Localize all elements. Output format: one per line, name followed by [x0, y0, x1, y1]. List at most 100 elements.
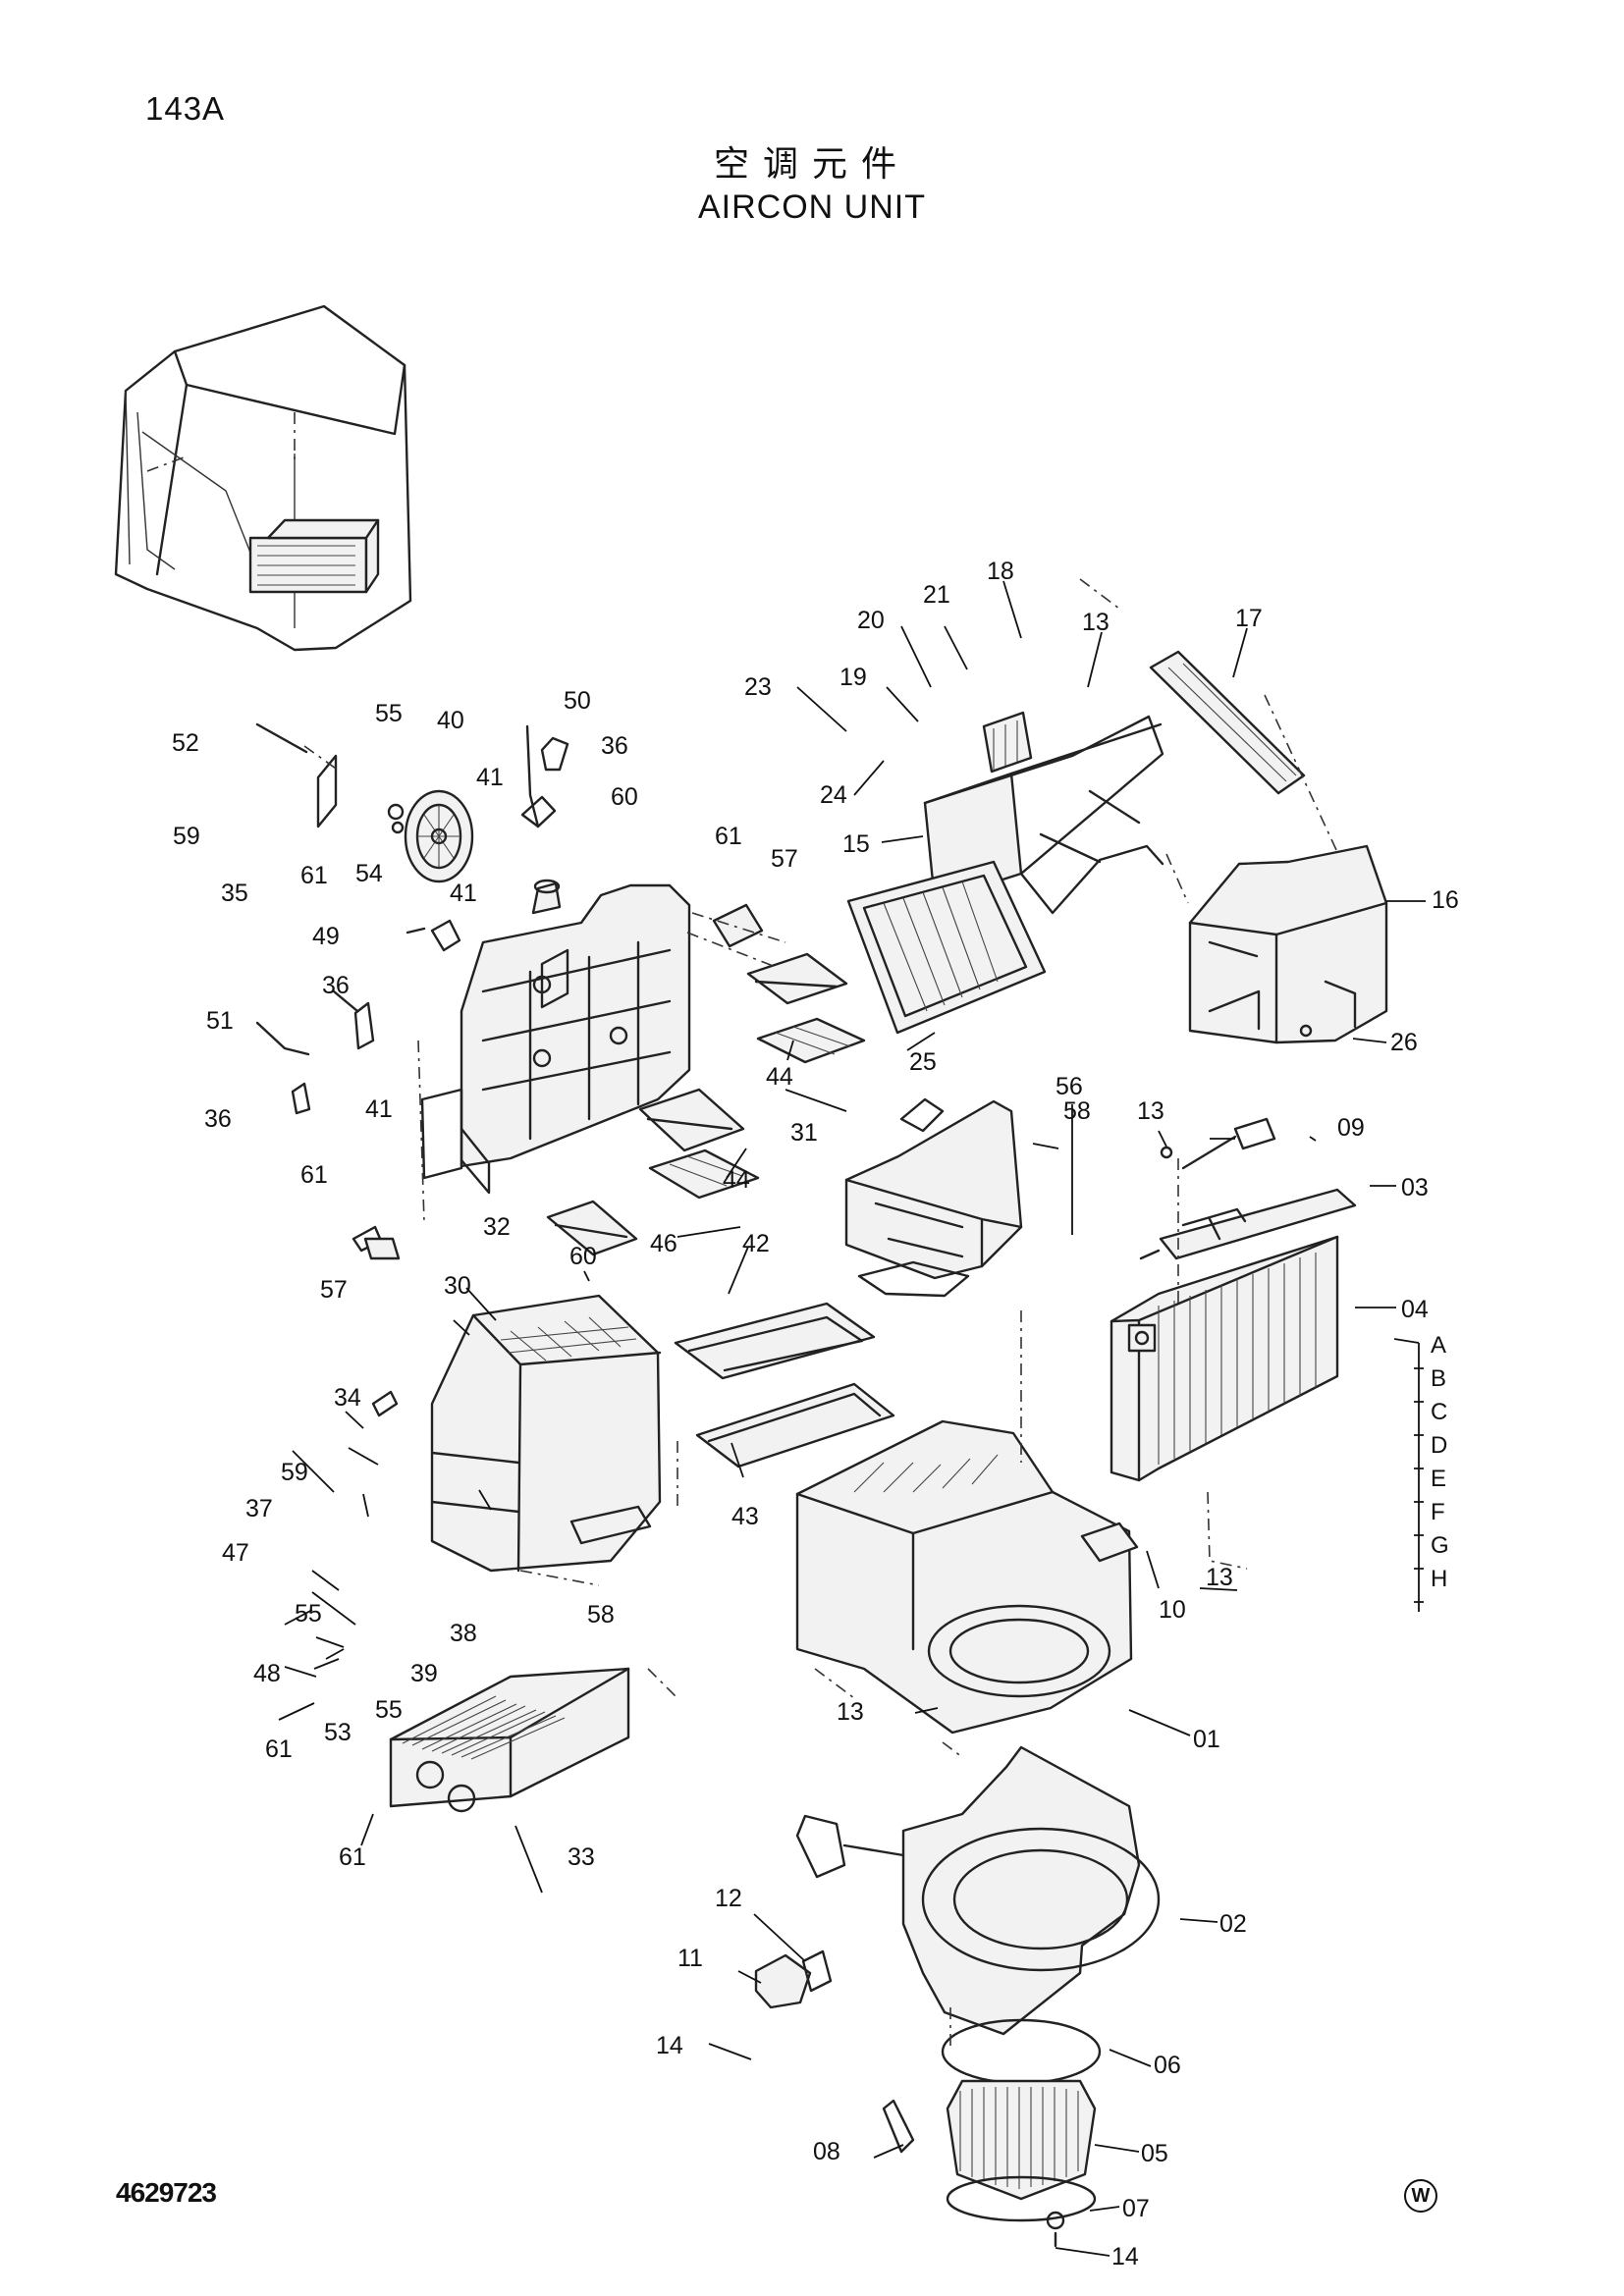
- callout-36-2: 36: [322, 972, 350, 999]
- left-duct-assembly: [430, 1294, 662, 1573]
- callout-53-1: 53: [324, 1719, 352, 1746]
- heater-core: [389, 1667, 630, 1813]
- core-layer-bracket: [1393, 1338, 1424, 1612]
- left-housing-assembly: [420, 879, 691, 1195]
- evaporator-core: [1110, 1117, 1357, 1482]
- cab-location-thumbnail: [114, 304, 412, 652]
- callout-60-2: 60: [611, 783, 638, 811]
- callout-43-1: 43: [731, 1503, 759, 1530]
- callout-60-1: 60: [569, 1243, 597, 1270]
- assembly-reference-lines: [303, 578, 1338, 2047]
- callout-08-1: 08: [813, 2138, 840, 2165]
- layer-a: A: [1431, 1332, 1446, 1359]
- callout-37-1: 37: [245, 1495, 273, 1522]
- callout-58-2: 58: [587, 1601, 615, 1629]
- callout-57-2: 57: [771, 845, 798, 873]
- damper-door-assemblies: [546, 952, 848, 1256]
- callout-31-1: 31: [790, 1119, 818, 1147]
- callout-36-3: 36: [601, 732, 628, 760]
- layer-c: C: [1431, 1399, 1447, 1425]
- callout-04-1: 04: [1401, 1296, 1429, 1323]
- callout-41-1: 41: [365, 1095, 393, 1123]
- page-code: 143A: [145, 90, 226, 127]
- callout-06-1: 06: [1154, 2052, 1181, 2079]
- callout-13-3: 13: [1206, 1564, 1233, 1591]
- callout-51-1: 51: [206, 1007, 234, 1035]
- callout-35-1: 35: [221, 880, 248, 907]
- callout-49-1: 49: [312, 923, 340, 950]
- callout-03-1: 03: [1401, 1174, 1429, 1201]
- callout-33-1: 33: [568, 1843, 595, 1871]
- callout-42-1: 42: [742, 1230, 770, 1257]
- document-number: 4629723: [116, 2177, 217, 2208]
- layer-e: E: [1431, 1466, 1446, 1492]
- callout-59-2: 59: [173, 823, 200, 850]
- callout-01-1: 01: [1193, 1726, 1220, 1753]
- callout-55-1: 55: [375, 1696, 403, 1724]
- blower-scroll-and-motor: [754, 1745, 1161, 2248]
- layer-g: G: [1431, 1532, 1449, 1559]
- callout-54-1: 54: [355, 860, 383, 887]
- callout-26-1: 26: [1390, 1029, 1418, 1056]
- callout-18-1: 18: [987, 558, 1014, 585]
- publisher-mark: W: [1404, 2179, 1437, 2213]
- callout-46-1: 46: [650, 1230, 677, 1257]
- callout-21-1: 21: [923, 581, 950, 609]
- right-intake-and-filter: [1149, 650, 1388, 1044]
- callout-56-1: 56: [1056, 1073, 1083, 1100]
- callout-36-1: 36: [204, 1105, 232, 1133]
- upper-intake-and-filter-frame: [846, 711, 1164, 1035]
- callout-61-3: 61: [300, 1161, 328, 1189]
- callout-12-1: 12: [715, 1885, 742, 1912]
- upper-blower-case: [795, 1419, 1139, 1735]
- callout-61-5: 61: [715, 823, 742, 850]
- callout-30-1: 30: [444, 1272, 471, 1300]
- callout-61-2: 61: [265, 1735, 293, 1763]
- callout-23-1: 23: [744, 673, 772, 701]
- callout-61-1: 61: [339, 1843, 366, 1871]
- callout-20-1: 20: [857, 607, 885, 634]
- callout-52-1: 52: [172, 729, 199, 757]
- callout-47-1: 47: [222, 1539, 249, 1567]
- layer-d: D: [1431, 1432, 1447, 1459]
- core-layer-labels: A B C D E F G H: [1431, 1332, 1449, 1592]
- callout-41-2: 41: [450, 880, 477, 907]
- callout-34-1: 34: [334, 1384, 361, 1412]
- actuator-and-linkages: [255, 722, 764, 1417]
- callout-44-2: 44: [723, 1166, 750, 1194]
- callout-50-1: 50: [564, 687, 591, 715]
- callout-17-1: 17: [1235, 605, 1263, 632]
- callout-55-3: 55: [375, 700, 403, 727]
- callout-11-1: 11: [677, 1945, 703, 1972]
- layer-h: H: [1431, 1566, 1447, 1592]
- callout-48-1: 48: [253, 1660, 281, 1687]
- callout-14-1: 14: [1111, 2243, 1139, 2270]
- callout-44-1: 44: [766, 1063, 793, 1091]
- middle-duct-assembly: [674, 1097, 1023, 1468]
- callout-25-1: 25: [909, 1048, 937, 1076]
- air-filters: [648, 1017, 866, 1200]
- title-chinese: 空调元件: [713, 144, 910, 185]
- callout-61-4: 61: [300, 862, 328, 889]
- callout-39-1: 39: [410, 1660, 438, 1687]
- callout-59-1: 59: [281, 1459, 308, 1486]
- callout-19-1: 19: [839, 664, 867, 691]
- callout-32-1: 32: [483, 1213, 511, 1241]
- callout-02-1: 02: [1219, 1910, 1247, 1938]
- callout-14-2: 14: [656, 2032, 683, 2059]
- callout-55-2: 55: [295, 1600, 322, 1628]
- layer-b: B: [1431, 1365, 1446, 1392]
- callout-13-2: 13: [1137, 1097, 1164, 1125]
- layer-f: F: [1431, 1499, 1445, 1525]
- callout-15-1: 15: [842, 830, 870, 858]
- callout-16-1: 16: [1432, 886, 1459, 914]
- callout-10-1: 10: [1159, 1596, 1186, 1624]
- callout-24-1: 24: [820, 781, 847, 809]
- callout-41-3: 41: [476, 764, 504, 791]
- callout-13-1: 13: [1082, 609, 1110, 636]
- callout-13-4: 13: [837, 1698, 864, 1726]
- callout-40-1: 40: [437, 707, 464, 734]
- callout-58-1: 58: [1063, 1097, 1091, 1125]
